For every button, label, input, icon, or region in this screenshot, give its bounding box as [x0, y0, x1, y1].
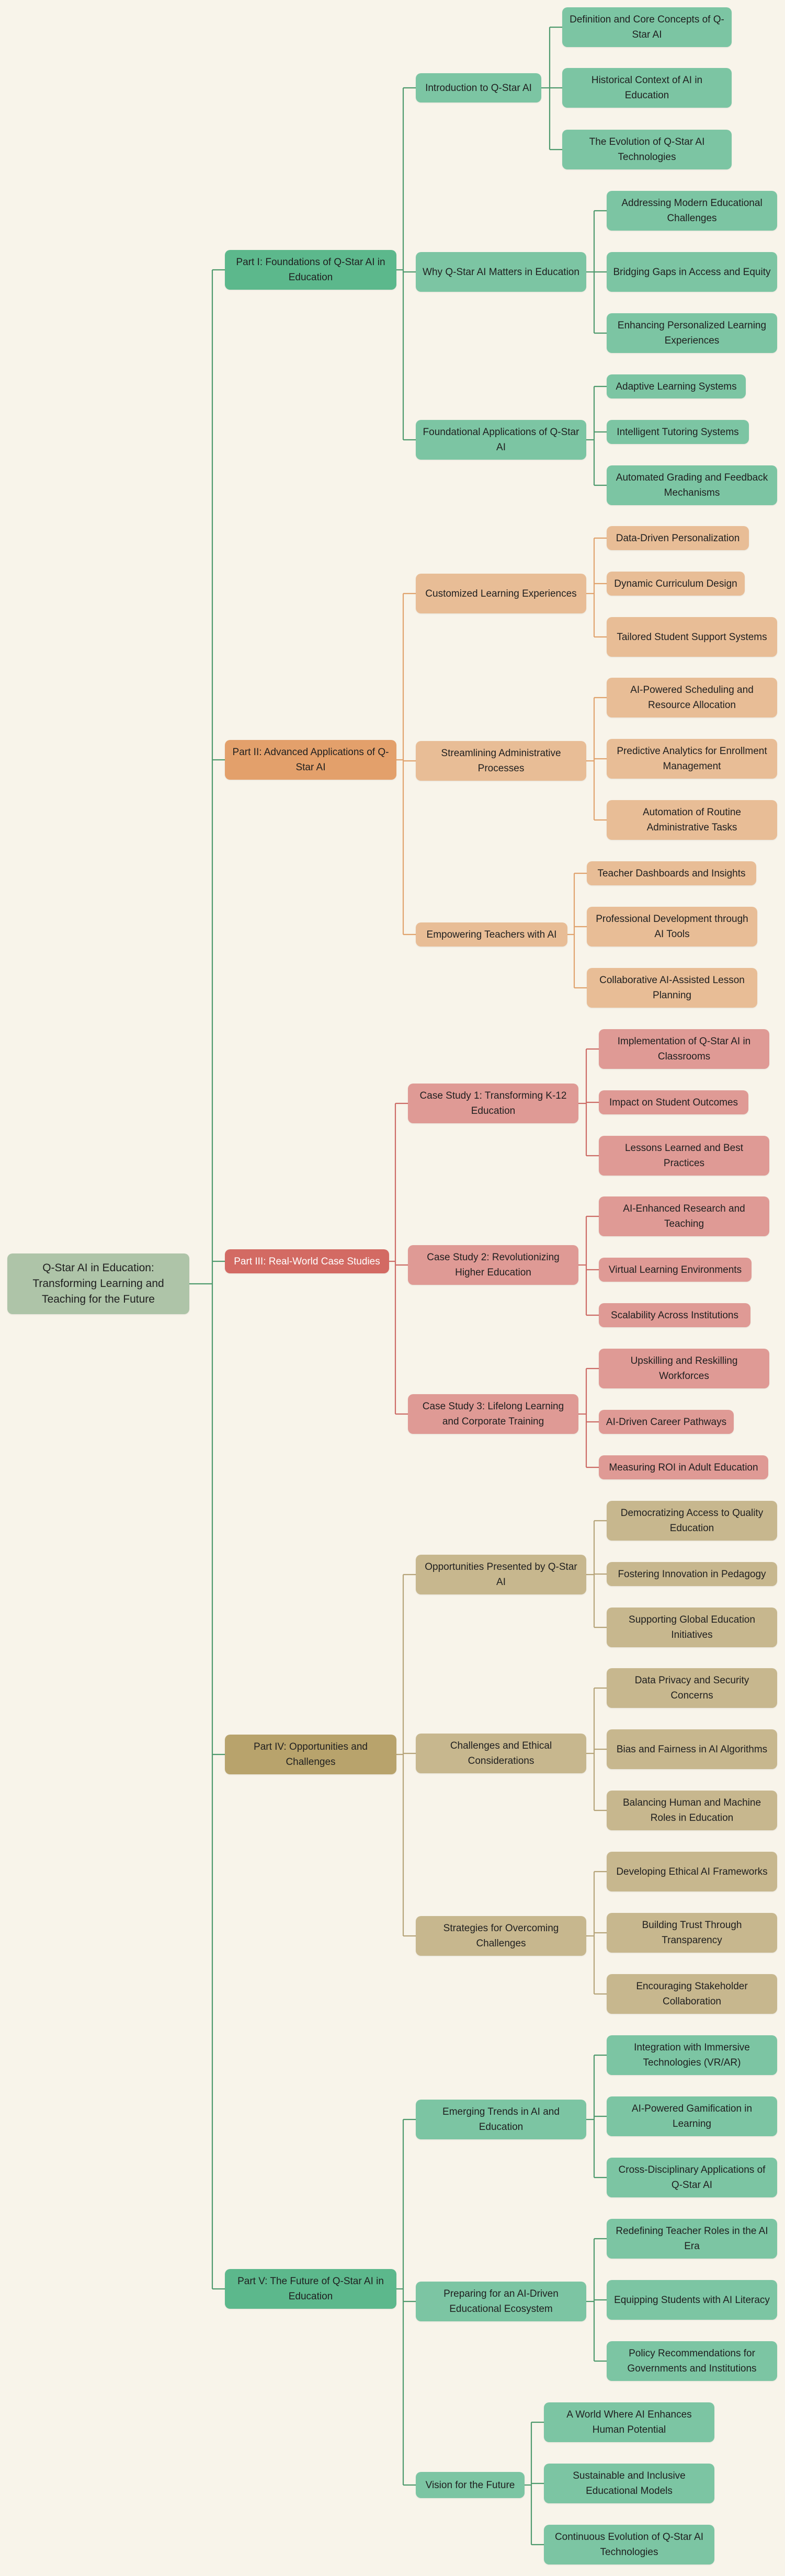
- part-node-1[interactable]: Part I: Foundations of Q-Star AI in Educ…: [225, 250, 396, 290]
- leaf-node-enhancing-personalized-learning-experiences[interactable]: Enhancing Personalized Learning Experien…: [607, 313, 777, 353]
- topic-node-case-study-1-transforming-k-12-education[interactable]: Case Study 1: Transforming K-12 Educatio…: [408, 1084, 578, 1123]
- part-node-4[interactable]: Part IV: Opportunities and Challenges: [225, 1735, 396, 1774]
- part-node-3[interactable]: Part III: Real-World Case Studies: [225, 1249, 389, 1273]
- topic-node-strategies-for-overcoming-challenges[interactable]: Strategies for Overcoming Challenges: [416, 1916, 586, 1956]
- leaf-node-ai-enhanced-research-and-teaching[interactable]: AI-Enhanced Research and Teaching: [599, 1196, 769, 1236]
- leaf-node-supporting-global-education-initiatives[interactable]: Supporting Global Education Initiatives: [607, 1608, 777, 1647]
- leaf-node-ai-driven-career-pathways[interactable]: AI-Driven Career Pathways: [599, 1410, 734, 1434]
- leaf-node-balancing-human-and-machine-roles-in-education[interactable]: Balancing Human and Machine Roles in Edu…: [607, 1791, 777, 1830]
- leaf-node-scalability-across-institutions[interactable]: Scalability Across Institutions: [599, 1303, 750, 1327]
- leaf-node-automated-grading-and-feedback-mechanisms[interactable]: Automated Grading and Feedback Mechanism…: [607, 465, 777, 505]
- topic-node-challenges-and-ethical-considerations[interactable]: Challenges and Ethical Considerations: [416, 1734, 586, 1773]
- leaf-node-virtual-learning-environments[interactable]: Virtual Learning Environments: [599, 1258, 752, 1282]
- leaf-node-data-driven-personalization[interactable]: Data-Driven Personalization: [607, 526, 749, 550]
- leaf-node-impact-on-student-outcomes[interactable]: Impact on Student Outcomes: [599, 1090, 748, 1114]
- leaf-node-addressing-modern-educational-challenges[interactable]: Addressing Modern Educational Challenges: [607, 191, 777, 231]
- leaf-node-teacher-dashboards-and-insights[interactable]: Teacher Dashboards and Insights: [587, 861, 756, 885]
- leaf-node-bridging-gaps-in-access-and-equity[interactable]: Bridging Gaps in Access and Equity: [607, 252, 777, 292]
- part-node-2[interactable]: Part II: Advanced Applications of Q-Star…: [225, 740, 396, 780]
- leaf-node-policy-recommendations-for-governments-and-institutions[interactable]: Policy Recommendations for Governments a…: [607, 2341, 777, 2381]
- leaf-node-sustainable-and-inclusive-educational-models[interactable]: Sustainable and Inclusive Educational Mo…: [544, 2464, 714, 2503]
- leaf-node-lessons-learned-and-best-practices[interactable]: Lessons Learned and Best Practices: [599, 1136, 769, 1176]
- topic-node-empowering-teachers-with-ai[interactable]: Empowering Teachers with AI: [416, 922, 567, 947]
- leaf-node-ai-powered-gamification-in-learning[interactable]: AI-Powered Gamification in Learning: [607, 2096, 777, 2136]
- leaf-node-cross-disciplinary-applications-of-q-star-ai[interactable]: Cross-Disciplinary Applications of Q-Sta…: [607, 2158, 777, 2197]
- leaf-node-predictive-analytics-for-enrollment-management[interactable]: Predictive Analytics for Enrollment Mana…: [607, 739, 777, 779]
- topic-node-why-q-star-ai-matters-in-education[interactable]: Why Q-Star AI Matters in Education: [416, 252, 586, 292]
- leaf-node-implementation-of-q-star-ai-in-classrooms[interactable]: Implementation of Q-Star AI in Classroom…: [599, 1029, 769, 1069]
- leaf-node-ai-powered-scheduling-and-resource-allocation[interactable]: AI-Powered Scheduling and Resource Alloc…: [607, 678, 777, 717]
- leaf-node-dynamic-curriculum-design[interactable]: Dynamic Curriculum Design: [607, 572, 745, 596]
- leaf-node-tailored-student-support-systems[interactable]: Tailored Student Support Systems: [607, 617, 777, 657]
- topic-node-emerging-trends-in-ai-and-education[interactable]: Emerging Trends in AI and Education: [416, 2100, 586, 2139]
- leaf-node-adaptive-learning-systems[interactable]: Adaptive Learning Systems: [607, 374, 746, 398]
- leaf-node-fostering-innovation-in-pedagogy[interactable]: Fostering Innovation in Pedagogy: [607, 1562, 777, 1586]
- topic-node-foundational-applications-of-q-star-ai[interactable]: Foundational Applications of Q-Star AI: [416, 420, 586, 460]
- topic-node-opportunities-presented-by-q-star-ai[interactable]: Opportunities Presented by Q-Star AI: [416, 1555, 586, 1594]
- leaf-node-bias-and-fairness-in-ai-algorithms[interactable]: Bias and Fairness in AI Algorithms: [607, 1729, 777, 1769]
- leaf-node-intelligent-tutoring-systems[interactable]: Intelligent Tutoring Systems: [607, 420, 749, 444]
- leaf-node-upskilling-and-reskilling-workforces[interactable]: Upskilling and Reskilling Workforces: [599, 1349, 769, 1388]
- leaf-node-measuring-roi-in-adult-education[interactable]: Measuring ROI in Adult Education: [599, 1455, 768, 1479]
- leaf-node-data-privacy-and-security-concerns[interactable]: Data Privacy and Security Concerns: [607, 1668, 777, 1708]
- leaf-node-historical-context-of-ai-in-education[interactable]: Historical Context of AI in Education: [562, 68, 732, 108]
- leaf-node-collaborative-ai-assisted-lesson-planning[interactable]: Collaborative AI-Assisted Lesson Plannin…: [587, 968, 757, 1008]
- leaf-node-developing-ethical-ai-frameworks[interactable]: Developing Ethical AI Frameworks: [607, 1852, 777, 1891]
- topic-node-case-study-3-lifelong-learning-and-corporate-training[interactable]: Case Study 3: Lifelong Learning and Corp…: [408, 1394, 578, 1434]
- topic-node-customized-learning-experiences[interactable]: Customized Learning Experiences: [416, 574, 586, 613]
- leaf-node-democratizing-access-to-quality-education[interactable]: Democratizing Access to Quality Educatio…: [607, 1501, 777, 1541]
- topic-node-case-study-2-revolutionizing-higher-education[interactable]: Case Study 2: Revolutionizing Higher Edu…: [408, 1245, 578, 1285]
- leaf-node-encouraging-stakeholder-collaboration[interactable]: Encouraging Stakeholder Collaboration: [607, 1974, 777, 2014]
- topic-node-vision-for-the-future[interactable]: Vision for the Future: [416, 2472, 525, 2498]
- leaf-node-building-trust-through-transparency[interactable]: Building Trust Through Transparency: [607, 1913, 777, 1953]
- leaf-node-professional-development-through-ai-tools[interactable]: Professional Development through AI Tool…: [587, 907, 757, 947]
- leaf-node-equipping-students-with-ai-literacy[interactable]: Equipping Students with AI Literacy: [607, 2280, 777, 2320]
- leaf-node-integration-with-immersive-technologies-vr-ar[interactable]: Integration with Immersive Technologies …: [607, 2035, 777, 2075]
- leaf-node-automation-of-routine-administrative-tasks[interactable]: Automation of Routine Administrative Tas…: [607, 800, 777, 840]
- part-node-5[interactable]: Part V: The Future of Q-Star AI in Educa…: [225, 2269, 396, 2309]
- leaf-node-definition-and-core-concepts-of-q-star-ai[interactable]: Definition and Core Concepts of Q-Star A…: [562, 7, 732, 47]
- leaf-node-a-world-where-ai-enhances-human-potential[interactable]: A World Where AI Enhances Human Potentia…: [544, 2402, 714, 2442]
- leaf-node-continuous-evolution-of-q-star-ai-technologies[interactable]: Continuous Evolution of Q-Star AI Techno…: [544, 2525, 714, 2564]
- topic-node-introduction-to-q-star-ai[interactable]: Introduction to Q-Star AI: [416, 73, 541, 102]
- topic-node-streamlining-administrative-processes[interactable]: Streamlining Administrative Processes: [416, 741, 586, 781]
- root-node[interactable]: Q-Star AI in Education: Transforming Lea…: [7, 1253, 189, 1314]
- topic-node-preparing-for-an-ai-driven-educational-ecosystem[interactable]: Preparing for an AI-Driven Educational E…: [416, 2282, 586, 2321]
- leaf-node-the-evolution-of-q-star-ai-technologies[interactable]: The Evolution of Q-Star AI Technologies: [562, 130, 732, 169]
- leaf-node-redefining-teacher-roles-in-the-ai-era[interactable]: Redefining Teacher Roles in the AI Era: [607, 2219, 777, 2259]
